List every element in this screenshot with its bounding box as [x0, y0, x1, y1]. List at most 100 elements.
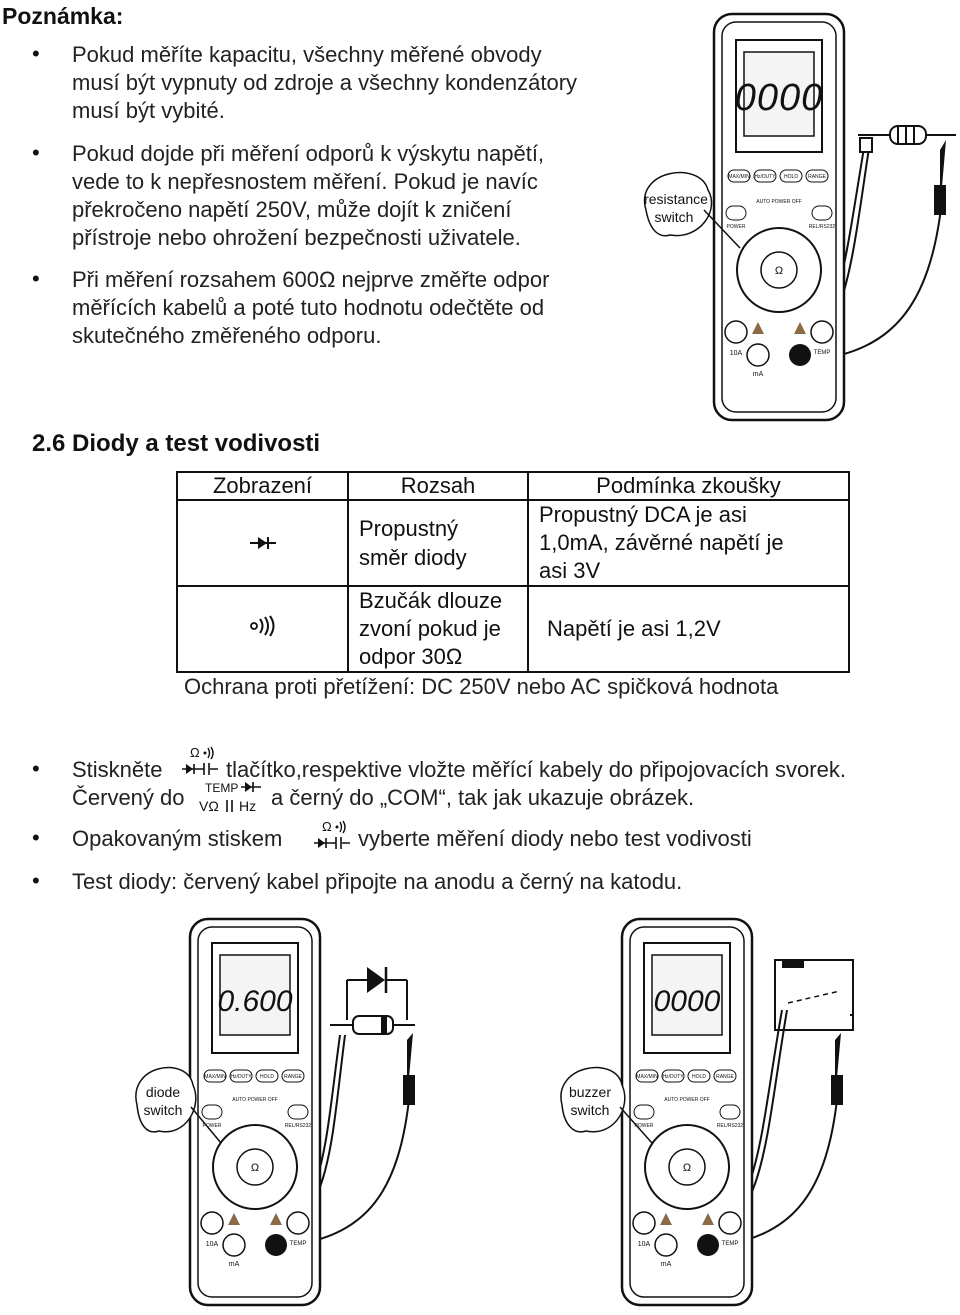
- jack-10a-label: 10A: [206, 1241, 219, 1248]
- svg-text:Ω: Ω: [190, 745, 200, 760]
- header-zobrazeni: Zobrazení: [176, 471, 349, 501]
- buzzer-switch-callout: buzzer switch: [560, 1066, 653, 1144]
- jack-10a-label: 10A: [638, 1241, 651, 1248]
- hold-button[interactable]: HOLD: [692, 1074, 706, 1080]
- auto-power-off-label: AUTO POWER OFF: [664, 1097, 709, 1103]
- range-cell-diode: Propustný směr diody: [347, 499, 529, 587]
- diode-icon: [249, 537, 276, 549]
- callout-resistance-line-1: resistance: [644, 191, 708, 207]
- maxmin-button[interactable]: MAX/MIN: [204, 1074, 226, 1080]
- meter-display-diode: 0.600: [217, 985, 292, 1018]
- bullet-dot: •: [32, 868, 40, 893]
- diode-component-icon: [330, 1015, 415, 1035]
- auto-power-off-label: AUTO POWER OFF: [232, 1097, 277, 1103]
- note-bullet-3-line-3: skutečného změřeného odporu.: [72, 323, 382, 348]
- table-row: Propustný směr diody Propustný DCA je as…: [176, 499, 850, 587]
- callout-resistance-line-2: switch: [655, 209, 694, 225]
- bullet-dot: •: [32, 266, 40, 291]
- jack-temp-label: TEMP: [722, 1241, 739, 1247]
- hz-duty-button[interactable]: Hz/DUTY: [754, 174, 776, 180]
- bullet-dot: •: [32, 825, 40, 850]
- diode-symbol-icon: [346, 967, 408, 1020]
- ohm-diode-cap-button-icon-2: Ω: [314, 819, 350, 849]
- diode-switch-callout: diode switch: [135, 1066, 222, 1144]
- maxmin-button[interactable]: MAX/MIN: [636, 1074, 658, 1080]
- rel-rs232-label: REL/RS232: [717, 1123, 744, 1129]
- instr-2-post: vyberte měření diody nebo test vodivosti: [358, 826, 752, 851]
- multimeter-buzzer-figure: 0000 MAX/MIN Hz/DUTY HOLD RANGE AUTO POW…: [560, 917, 854, 1307]
- jack-temp-label: TEMP: [814, 350, 831, 356]
- rotary-switch[interactable]: Ω: [644, 1124, 730, 1210]
- note-bullet-2-line-2: vede to k nepřesnostem měření. Pokud je …: [72, 169, 538, 194]
- auto-power-off-label: AUTO POWER OFF: [756, 199, 801, 205]
- table-row: Bzučák dlouze zvoní pokud je odpor 30Ω N…: [176, 585, 850, 673]
- svg-text:Ω: Ω: [683, 1162, 691, 1174]
- test-object-box: [774, 959, 854, 1031]
- svg-text:Ω: Ω: [322, 819, 332, 834]
- rotary-switch[interactable]: Ω: [736, 227, 822, 313]
- callout-diode-line-2: switch: [144, 1102, 183, 1118]
- jack-10a-label: 10A: [730, 350, 743, 357]
- temp-v-ohm-hz-jack-icon: TEMP VΩ Hz: [199, 781, 261, 814]
- input-jacks[interactable]: 10A mA TEMP: [200, 1211, 310, 1268]
- resistor-icon: [858, 125, 956, 145]
- instr-3: Test diody: červený kabel připojte na an…: [72, 869, 683, 894]
- hold-button[interactable]: HOLD: [260, 1074, 274, 1080]
- note-bullet-2-line-4: přístroje nebo ohrožení bezpečnosti uživ…: [72, 225, 521, 250]
- svg-text:Ω: Ω: [775, 265, 783, 277]
- jack-ma-label: mA: [753, 371, 764, 378]
- table-header-row: Zobrazení Rozsah Podmínka zkoušky: [176, 471, 850, 501]
- meter-display: 0000: [735, 77, 824, 119]
- note-bullet-1-line-1: Pokud měříte kapacitu, všechny měřené ob…: [72, 42, 542, 67]
- callout-buzzer-line-2: switch: [571, 1102, 610, 1118]
- svg-text:TEMP: TEMP: [205, 781, 238, 795]
- ohm-diode-cap-button-icon: Ω: [182, 745, 218, 775]
- note-bullet-2-line-3: překročeno napětí 250V, může dojít k zni…: [72, 197, 512, 222]
- note-heading: Poznámka:: [2, 3, 124, 29]
- hz-duty-button[interactable]: Hz/DUTY: [662, 1074, 684, 1080]
- power-label: POWER: [635, 1123, 654, 1129]
- resistance-switch-callout: resistance switch: [643, 171, 741, 249]
- header-rozsah: Rozsah: [347, 471, 529, 501]
- spec-table: Zobrazení Rozsah Podmínka zkoušky Propus…: [176, 471, 850, 673]
- instr-1-post: tlačítko,respektive vložte měřící kabely…: [226, 757, 846, 782]
- multimeter-resistance-figure: 0000 MAX/MIN Hz/DUTY HOLD RANGE AUTO POW…: [643, 12, 956, 422]
- multimeter-diode-figure: 0.600 MAX/MIN Hz/DUTY HOLD RANGE AUTO PO…: [135, 917, 415, 1307]
- rotary-switch[interactable]: Ω: [212, 1124, 298, 1210]
- callout-diode-line-1: diode: [146, 1084, 180, 1100]
- range-button[interactable]: RANGE: [808, 174, 826, 180]
- jack-ma-label: mA: [661, 1261, 672, 1268]
- hold-button[interactable]: HOLD: [784, 174, 798, 180]
- meter-display-buzzer: 0000: [654, 985, 721, 1018]
- input-jacks[interactable]: 10A mA TEMP: [724, 320, 834, 378]
- jack-ma-label: mA: [229, 1261, 240, 1268]
- instr-1-line2-post: a černý do „COM“, tak jak ukazuje obráze…: [271, 785, 695, 810]
- instr-1-line2-pre: Červený do: [72, 785, 185, 810]
- maxmin-button[interactable]: MAX/MIN: [728, 174, 750, 180]
- hz-duty-button[interactable]: Hz/DUTY: [230, 1074, 252, 1080]
- power-label: POWER: [203, 1123, 222, 1129]
- power-label: POWER: [727, 224, 746, 230]
- note-bullet-3-line-1: Při měření rozsahem 600Ω nejprve změřte …: [72, 267, 550, 292]
- input-jacks[interactable]: 10A mA TEMP: [632, 1211, 742, 1268]
- instr-2-pre: Opakovaným stiskem: [72, 826, 283, 851]
- rel-rs232-label: REL/RS232: [809, 224, 836, 230]
- bullet-dot: •: [32, 41, 40, 66]
- diode-symbol-cell: [176, 499, 349, 587]
- bullet-dot: •: [32, 756, 40, 781]
- table-footer: Ochrana proti přetížení: DC 250V nebo AC…: [184, 674, 779, 699]
- note-bullet-3-line-2: měřících kabelů a poté tuto hodnotu odeč…: [72, 295, 545, 320]
- section-title: 2.6 Diody a test vodivosti: [32, 430, 321, 457]
- svg-text:VΩ: VΩ: [199, 798, 219, 814]
- condition-cell-buzzer: Napětí je asi 1,2V: [527, 585, 850, 673]
- header-podminka: Podmínka zkoušky: [527, 471, 850, 501]
- buzzer-symbol-cell: [176, 585, 349, 673]
- range-button[interactable]: RANGE: [284, 1074, 302, 1080]
- jack-temp-label: TEMP: [290, 1241, 307, 1247]
- note-bullet-1-line-2: musí být vypnuty od zdroje a všechny kon…: [72, 70, 578, 95]
- bullet-dot: •: [32, 140, 40, 165]
- buzzer-icon: [249, 615, 274, 637]
- svg-text:Ω: Ω: [251, 1162, 259, 1174]
- range-button[interactable]: RANGE: [716, 1074, 734, 1080]
- instr-1-pre: Stiskněte: [72, 757, 163, 782]
